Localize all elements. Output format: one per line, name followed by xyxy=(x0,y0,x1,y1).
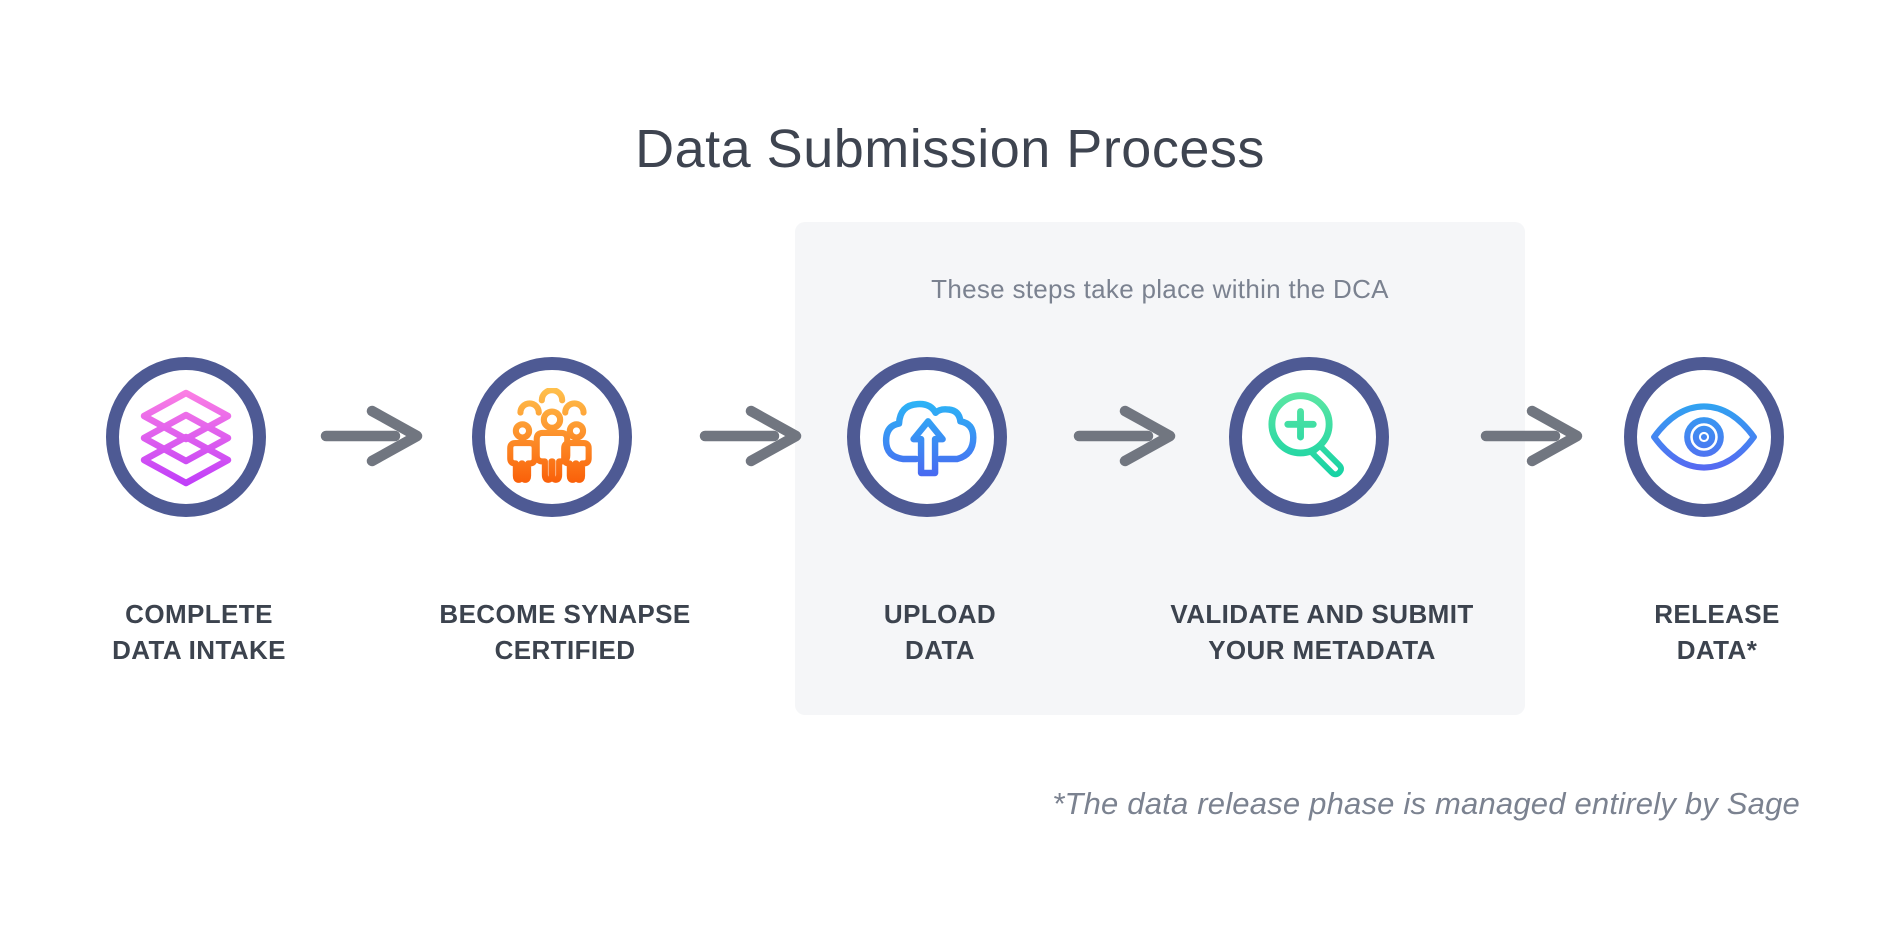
step-label-line: DATA INTAKE xyxy=(112,635,286,665)
step-label-line: RELEASE xyxy=(1654,599,1780,629)
arrow-right-icon xyxy=(1073,405,1176,467)
search-plus-icon xyxy=(1268,392,1344,478)
layers-icon xyxy=(140,389,232,487)
step-circle-release-data xyxy=(1624,357,1784,517)
step-label-line: CERTIFIED xyxy=(494,635,636,665)
step-label-line: VALIDATE AND SUBMIT xyxy=(1170,599,1474,629)
group-icon xyxy=(507,388,592,483)
arrow-right-icon xyxy=(1480,405,1583,467)
step-label-upload-data: UPLOAD DATA xyxy=(775,596,1105,668)
step-label-line: BECOME SYNAPSE xyxy=(439,599,691,629)
step-circle-upload-data xyxy=(847,357,1007,517)
sage-footnote: *The data release phase is managed entir… xyxy=(1052,786,1800,821)
step-circle-become-synapse-certified xyxy=(472,357,632,517)
step-label-line: DATA* xyxy=(1676,635,1758,665)
step-label-line: DATA xyxy=(905,635,975,665)
step-label-line: YOUR METADATA xyxy=(1208,635,1436,665)
dca-note-text: These steps take place within the DCA xyxy=(931,274,1389,304)
step-label-become-synapse-certified: BECOME SYNAPSE CERTIFIED xyxy=(400,596,730,668)
eye-icon xyxy=(1651,403,1757,471)
page-title: Data Submission Process xyxy=(635,119,1265,179)
step-label-line: UPLOAD xyxy=(883,599,997,629)
step-circle-validate-submit-metadata xyxy=(1229,357,1389,517)
step-label-release-data: RELEASE DATA* xyxy=(1552,596,1882,668)
step-label-complete-data-intake: COMPLETE DATA INTAKE xyxy=(34,596,364,668)
step-label-validate-submit-metadata: VALIDATE AND SUBMIT YOUR METADATA xyxy=(1157,596,1487,668)
step-circle-complete-data-intake xyxy=(106,357,266,517)
cloud-upload-icon xyxy=(882,400,977,476)
step-label-line: COMPLETE xyxy=(125,599,273,629)
arrow-right-icon xyxy=(320,405,423,467)
arrow-right-icon xyxy=(699,405,802,467)
